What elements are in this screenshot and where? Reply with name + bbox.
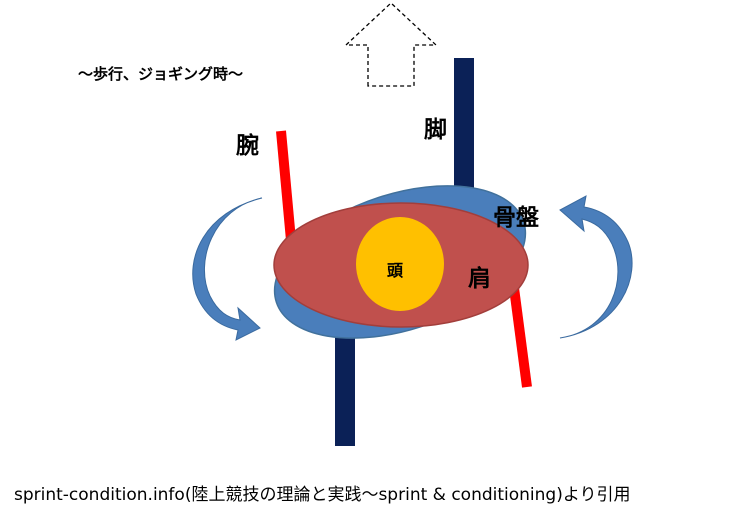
source-caption: sprint-condition.info(陸上競技の理論と実践〜sprint … [14,485,631,505]
arm-label: 腕 [236,133,259,159]
pelvis-label: 骨盤 [493,205,539,231]
leg-label: 脚 [424,117,447,143]
rotation-arrow-left [192,197,263,341]
diagram-subtitle: 〜歩行、ジョギング時〜 [78,65,244,83]
leg-bar-upper [454,58,474,218]
leg-bar-lower [335,318,355,446]
shoulder-label: 肩 [468,266,491,292]
forward-direction-arrow [344,2,438,87]
rotation-arrow-right [559,195,633,339]
head-circle [356,217,444,311]
head-label: 頭 [387,261,404,280]
